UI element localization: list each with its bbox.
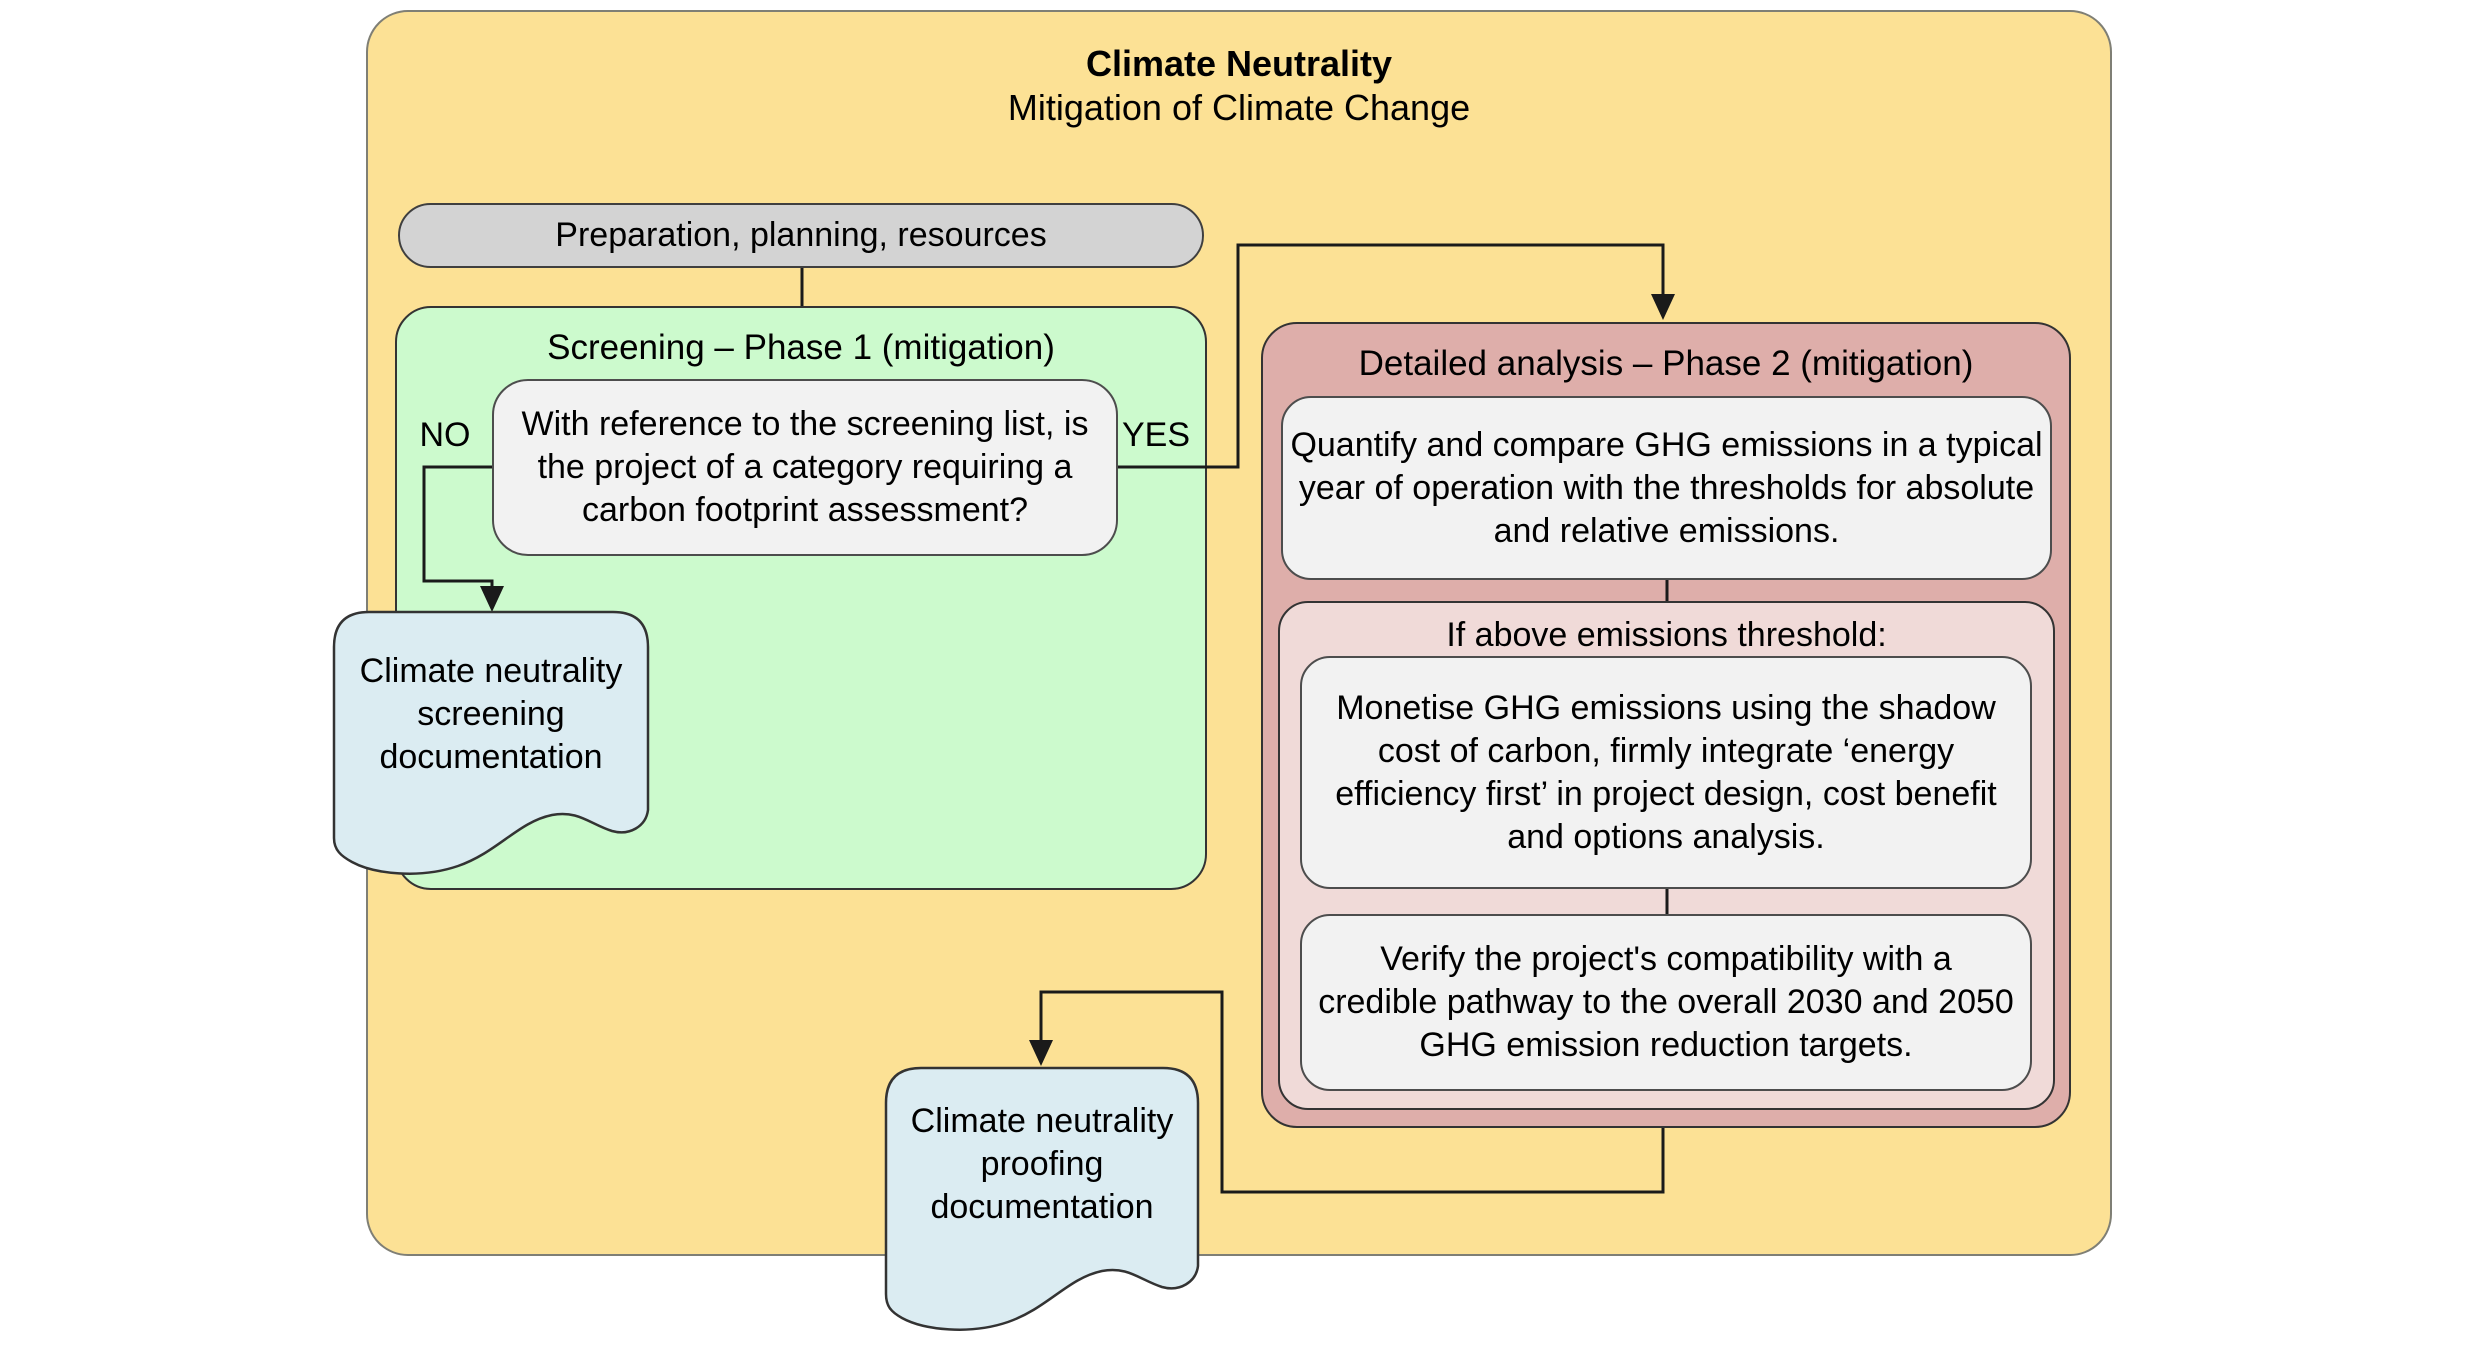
phase1-header: Screening – Phase 1 (mitigation) [547, 328, 1055, 367]
monetise-ghg-box: Monetise GHG emissions using the shadow … [1300, 656, 2032, 889]
screening-doc-line: screening [417, 695, 565, 733]
monetise-line: and options analysis. [1507, 817, 1825, 856]
proofing-doc-line: proofing [980, 1144, 1104, 1183]
screening-doc-label: Climate neutrality screening documentati… [334, 612, 648, 817]
preparation-pill-label: Preparation, planning, resources [555, 216, 1047, 254]
quantify-emissions-box: Quantify and compare GHG emissions in a … [1281, 396, 2052, 580]
screening-doc-line: documentation [379, 738, 603, 776]
verify-compatibility-box: Verify the project's compatibility with … [1300, 914, 2032, 1091]
page-subtitle: Mitigation of Climate Change [1007, 87, 1471, 128]
question-line: the project of a category requiring a [537, 448, 1073, 486]
proofing-doc-label: Climate neutrality proofing documentatio… [886, 1068, 1198, 1260]
monetise-line: cost of carbon, firmly integrate ‘energy [1377, 731, 1955, 770]
page-title: Climate Neutrality [1085, 43, 1393, 84]
verify-line: Verify the project's compatibility with … [1380, 940, 1952, 978]
quantify-line: and relative emissions. [1493, 511, 1840, 550]
preparation-pill: Preparation, planning, resources [398, 203, 1204, 268]
verify-line: GHG emission reduction targets. [1419, 1026, 1913, 1064]
monetise-line: efficiency first’ in project design, cos… [1335, 774, 1997, 813]
yes-branch-label: YES [1121, 416, 1191, 454]
quantify-line: year of operation with the thresholds fo… [1298, 468, 2035, 507]
screening-question-box: With reference to the screening list, is… [492, 379, 1118, 556]
verify-line: credible pathway to the overall 2030 and… [1318, 983, 2014, 1021]
screening-doc-line: Climate neutrality [359, 652, 623, 690]
proofing-doc-line: documentation [930, 1187, 1154, 1226]
diagram-title-block: Climate Neutrality Mitigation of Climate… [366, 42, 2112, 130]
monetise-line: Monetise GHG emissions using the shadow [1336, 688, 1996, 727]
phase2-header: Detailed analysis – Phase 2 (mitigation) [1358, 344, 1974, 383]
no-branch-label: NO [419, 416, 471, 454]
question-line: carbon footprint assessment? [581, 491, 1029, 529]
above-threshold-header: If above emissions threshold: [1446, 616, 1887, 654]
proofing-doc-line: Climate neutrality [910, 1101, 1174, 1140]
question-line: With reference to the screening list, is [521, 405, 1089, 443]
quantify-line: Quantify and compare GHG emissions in a … [1290, 425, 2043, 464]
